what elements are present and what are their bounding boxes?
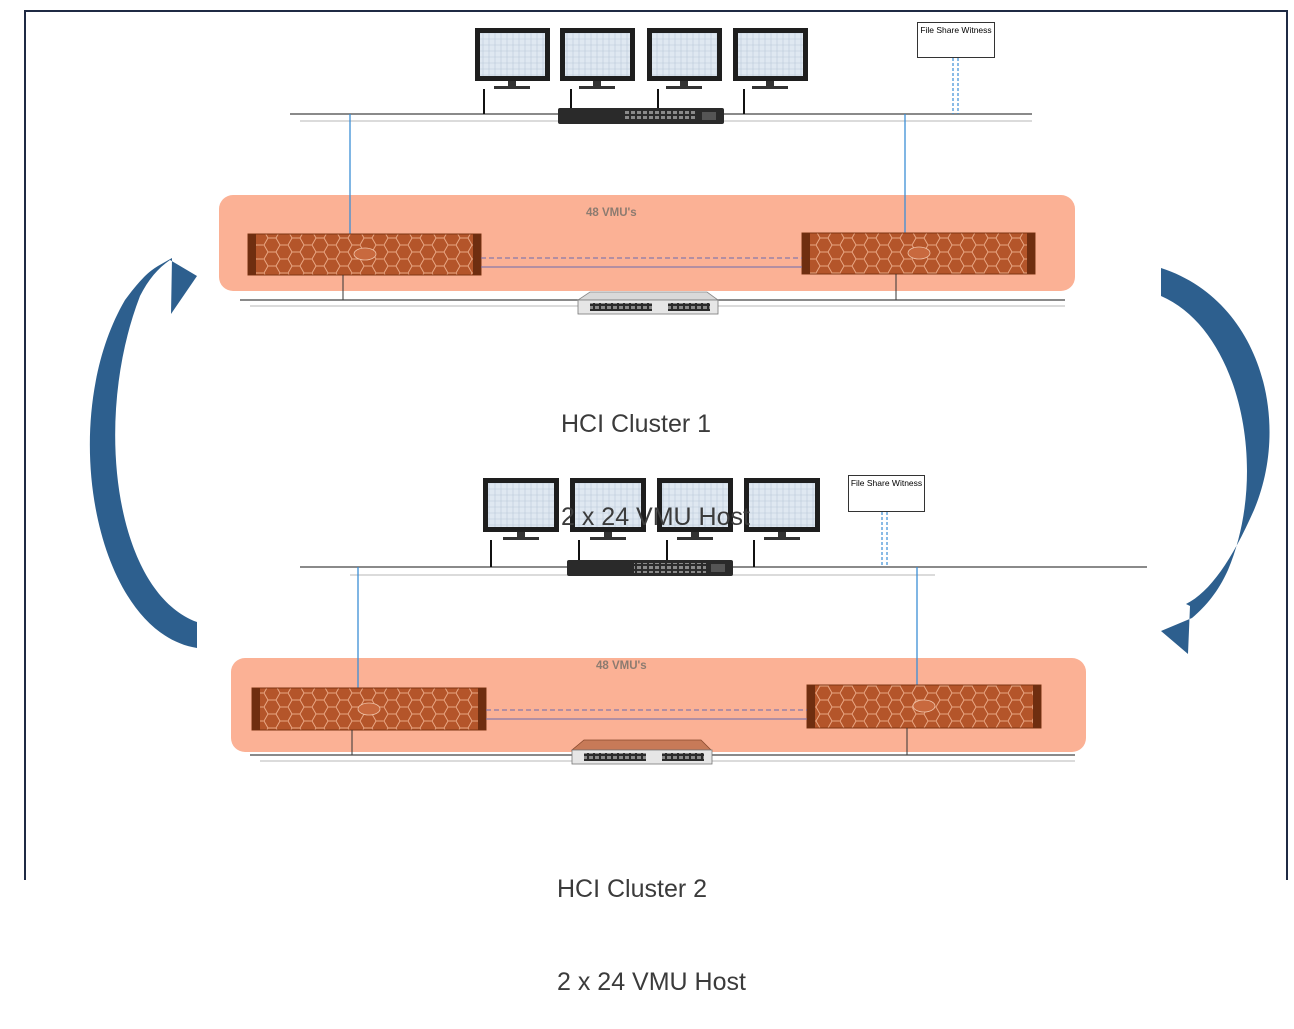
- cluster-hosts: 2 x 24 VMU Host: [561, 503, 750, 531]
- cluster-name: HCI Cluster 1: [561, 410, 712, 438]
- cluster-1-caption: HCI Cluster 1 2 x 24 VMU Host: [561, 347, 750, 564]
- server-icon: [801, 232, 1036, 275]
- monitor-icon: [657, 478, 733, 567]
- cluster-hosts: 2 x 24 VMU Host: [557, 968, 746, 996]
- witness-label: File Share Witness: [920, 25, 992, 35]
- server-icon: [806, 684, 1042, 729]
- monitor-icon: [483, 478, 559, 567]
- monitor-icon: [744, 478, 820, 567]
- arrow-icon: [89, 258, 197, 648]
- witness-label: File Share Witness: [850, 478, 923, 488]
- monitor-icon: [733, 28, 808, 114]
- diagram-canvas: File Share Witness File Share Witness 48…: [24, 10, 1288, 996]
- monitor-icon: [475, 28, 550, 114]
- cluster-name: HCI Cluster 2: [557, 875, 708, 903]
- capacity-label: 48 VMU's: [596, 660, 647, 672]
- diagram-frame: [24, 10, 1288, 880]
- file-share-witness-box: File Share Witness: [848, 475, 925, 512]
- cluster-2-group: [231, 478, 1147, 765]
- server-icon: [247, 233, 482, 276]
- cluster-1-group: [219, 28, 1075, 315]
- capacity-label: 48 VMU's: [586, 207, 637, 219]
- file-share-witness-box: File Share Witness: [917, 22, 995, 58]
- monitor-icon: [570, 478, 646, 567]
- switch-icon: [570, 739, 713, 765]
- monitor-icon: [560, 28, 635, 114]
- monitor-icon: [647, 28, 722, 114]
- switch-icon: [576, 291, 720, 315]
- cluster-2-caption: HCI Cluster 2 2 x 24 VMU Host: [557, 812, 746, 1029]
- server-icon: [251, 687, 487, 731]
- switch-icon: [558, 108, 724, 124]
- diagram-svg: [24, 10, 1288, 880]
- arrow-icon: [1161, 268, 1270, 654]
- switch-icon: [567, 560, 733, 576]
